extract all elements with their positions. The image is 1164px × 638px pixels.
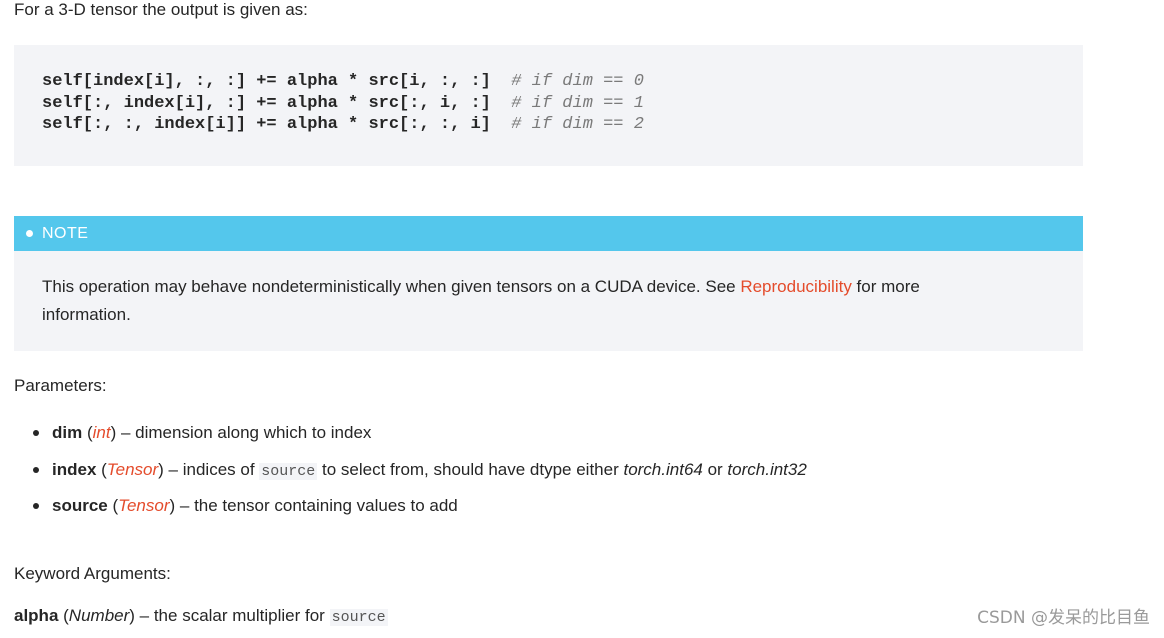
bullet-dot-icon [26,230,33,237]
parameters-heading: Parameters: [14,376,107,395]
param-desc: – the scalar multiplier for [134,606,330,625]
watermark: CSDN @发呆的比目鱼 [977,608,1150,628]
note-admonition: NOTE This operation may behave nondeterm… [14,216,1083,351]
param-type-link[interactable]: Tensor [106,459,159,479]
bullet-dot-icon [33,466,39,473]
code-text: self[:, index[i], :] += alpha * src[:, i… [42,93,491,113]
note-body: This operation may behave nondeterminist… [14,251,1004,329]
param-desc: – dimension along which to index [116,423,372,442]
reproducibility-link[interactable]: Reproducibility [740,277,852,296]
code-line: self[:, index[i], :] += alpha * src[:, i… [42,93,1055,115]
code-text: self[:, :, index[i]] += alpha * src[:, :… [42,115,491,134]
inline-code: source [329,609,388,626]
keyword-argument: alpha (Number) – the scalar multiplier f… [14,606,388,626]
param-desc: to select from, should have dtype either [317,459,624,479]
code-text: self[index[i], :, :] += alpha * src[i, :… [42,72,491,91]
dtype-text: torch.int64 [623,459,703,479]
param-name: dim [52,423,83,442]
intro-text: For a 3-D tensor the output is given as: [14,0,308,19]
dtype-text: torch.int32 [727,459,807,479]
code-comment: # if dim == 2 [511,115,644,134]
param-name: source [52,496,108,515]
note-text-before: This operation may behave nondeterminist… [42,277,741,296]
code-comment: # if dim == 0 [511,72,644,91]
note-label: NOTE [42,224,89,242]
param-desc: or [702,459,728,479]
note-header: NOTE [14,216,1083,251]
param-desc: – the tensor containing values to add [175,496,458,515]
note-text-after: for more information. [42,277,920,324]
code-line: self[:, :, index[i]] += alpha * src[:, :… [42,114,1055,136]
param-type-link[interactable]: Tensor [118,496,170,515]
param-name: index [52,459,97,479]
param-type: Number [68,606,130,625]
bullet-dot-icon [33,503,39,509]
code-line: self[index[i], :, :] += alpha * src[i, :… [42,71,1055,93]
parameters-list: dim (int) – dimension along which to ind… [33,420,1052,530]
list-item: source (Tensor) – the tensor containing … [33,493,1052,530]
bullet-dot-icon [33,430,39,436]
code-comment: # if dim == 1 [511,93,644,113]
code-block: self[index[i], :, :] += alpha * src[i, :… [14,45,1083,166]
param-name: alpha [14,606,59,625]
param-type-link[interactable]: int [92,423,111,442]
list-item: dim (int) – dimension along which to ind… [33,420,1052,457]
param-desc: – indices of [163,459,260,479]
keyword-arguments-heading: Keyword Arguments: [14,564,171,583]
inline-code: source [259,462,318,480]
list-item: index (Tensor) – indices of source to se… [33,457,1052,494]
